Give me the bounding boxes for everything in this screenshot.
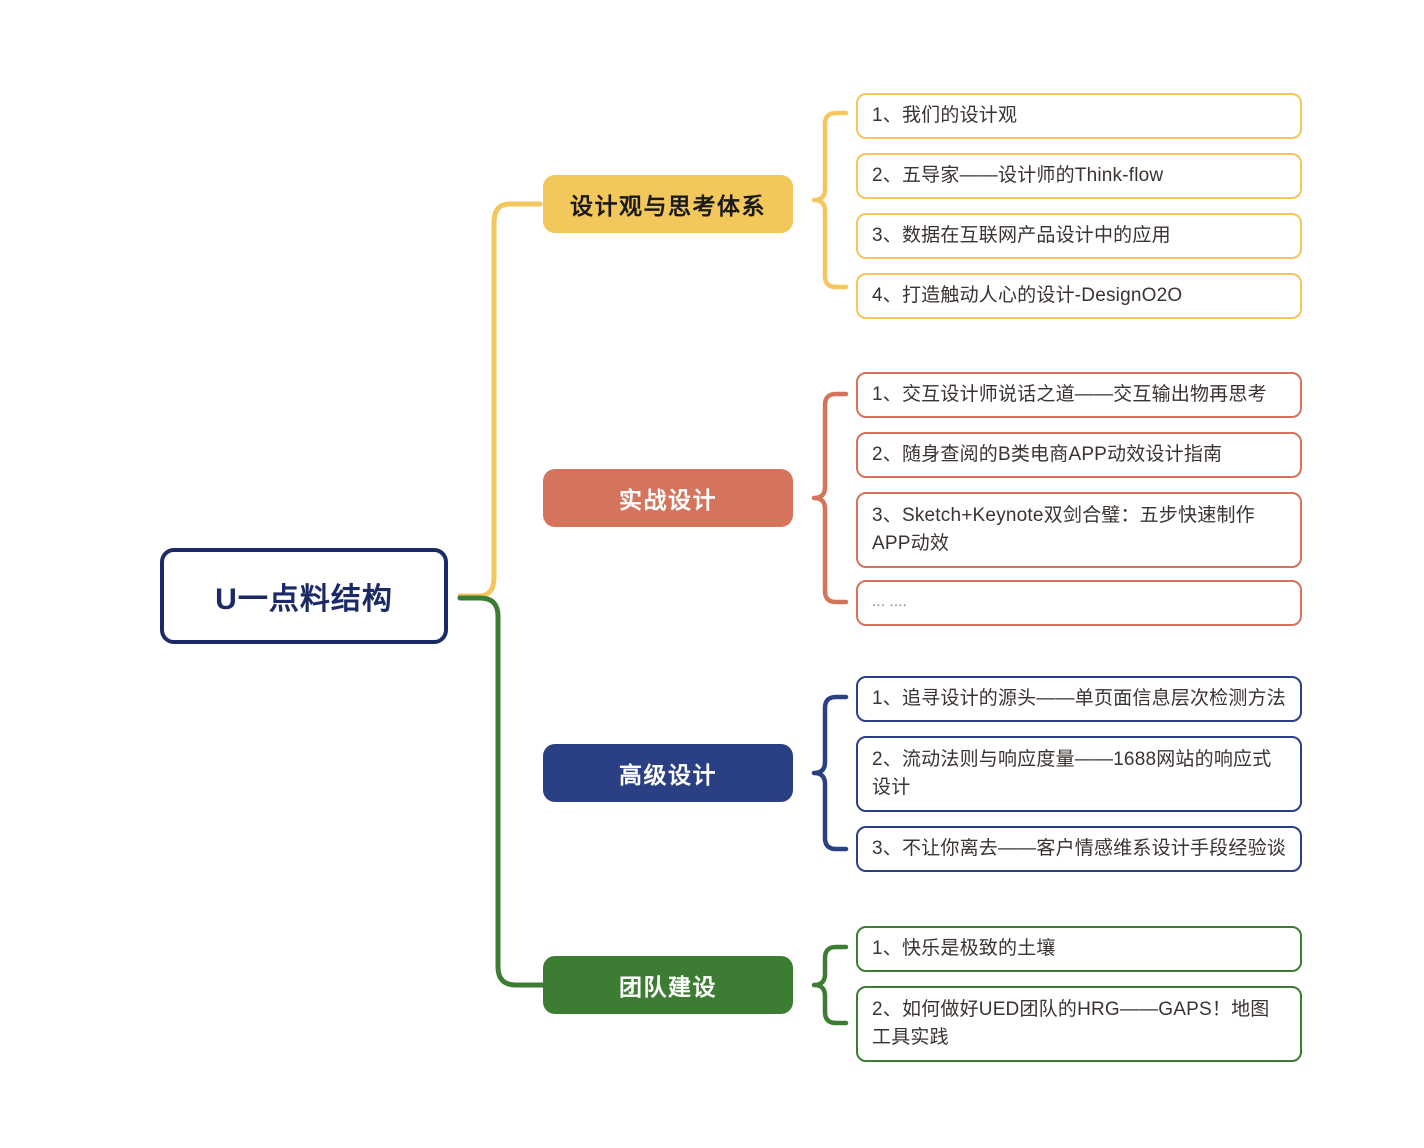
leaf-node[interactable]: 4、打造触动人心的设计-DesignO2O — [856, 273, 1302, 319]
leaf-node[interactable]: 1、追寻设计的源头——单页面信息层次检测方法 — [856, 676, 1302, 722]
leaf-node[interactable]: 3、Sketch+Keynote双剑合璧：五步快速制作APP动效 — [856, 492, 1302, 568]
leaf-node-label: 3、不让你离去——客户情感维系设计手段经验谈 — [872, 838, 1286, 859]
leaf-node-label: 1、我们的设计观 — [872, 105, 1018, 126]
leaf-node-label: 3、Sketch+Keynote双剑合璧：五步快速制作APP动效 — [872, 505, 1255, 554]
brace-branch-1 — [811, 110, 849, 290]
leaf-node[interactable]: ... .... — [856, 580, 1302, 626]
leaf-node-label: ... .... — [872, 593, 907, 610]
leaf-node-label: 1、快乐是极致的土壤 — [872, 938, 1056, 959]
branch-node-advanced-design[interactable]: 高级设计 — [543, 744, 793, 802]
branch-label-advanced-design: 高级设计 — [619, 762, 717, 788]
leaf-node[interactable]: 1、我们的设计观 — [856, 93, 1302, 139]
branch-node-practical-design[interactable]: 实战设计 — [543, 469, 793, 527]
leaf-node[interactable]: 1、快乐是极致的土壤 — [856, 926, 1302, 972]
leaf-node[interactable]: 1、交互设计师说话之道——交互输出物再思考 — [856, 372, 1302, 418]
connector-root-to-branch-1 — [457, 201, 543, 599]
leaf-node[interactable]: 3、数据在互联网产品设计中的应用 — [856, 213, 1302, 259]
connector-root-to-branch-4 — [457, 595, 548, 988]
branch-label-practical-design: 实战设计 — [619, 487, 717, 513]
leaf-node-label: 2、流动法则与响应度量——1688网站的响应式设计 — [872, 749, 1272, 798]
leaf-node-label: 2、随身查阅的B类电商APP动效设计指南 — [872, 444, 1223, 465]
leaf-node[interactable]: 2、如何做好UED团队的HRG——GAPS！地图工具实践 — [856, 986, 1302, 1062]
leaf-node[interactable]: 2、五导家——设计师的Think-flow — [856, 153, 1302, 199]
leaf-node-label: 4、打造触动人心的设计-DesignO2O — [872, 285, 1183, 306]
leaf-node[interactable]: 3、不让你离去——客户情感维系设计手段经验谈 — [856, 826, 1302, 872]
leaf-node-label: 2、五导家——设计师的Think-flow — [872, 165, 1164, 186]
branch-node-team-building[interactable]: 团队建设 — [543, 956, 793, 1014]
branch-label-design-philosophy: 设计观与思考体系 — [570, 193, 766, 219]
leaf-node[interactable]: 2、流动法则与响应度量——1688网站的响应式设计 — [856, 736, 1302, 812]
brace-branch-4 — [811, 944, 849, 1026]
leaf-node-label: 2、如何做好UED团队的HRG——GAPS！地图工具实践 — [872, 999, 1270, 1048]
root-node[interactable]: U一点料结构 — [160, 548, 448, 644]
brace-branch-3 — [811, 694, 849, 852]
branch-label-team-building: 团队建设 — [619, 974, 717, 1000]
leaf-node-label: 1、追寻设计的源头——单页面信息层次检测方法 — [872, 688, 1286, 709]
root-node-label: U一点料结构 — [215, 583, 393, 616]
leaf-node[interactable]: 2、随身查阅的B类电商APP动效设计指南 — [856, 432, 1302, 478]
brace-branch-2 — [811, 391, 849, 605]
leaf-node-label: 1、交互设计师说话之道——交互输出物再思考 — [872, 384, 1267, 405]
leaf-node-label: 3、数据在互联网产品设计中的应用 — [872, 225, 1171, 246]
branch-node-design-philosophy[interactable]: 设计观与思考体系 — [543, 175, 793, 233]
